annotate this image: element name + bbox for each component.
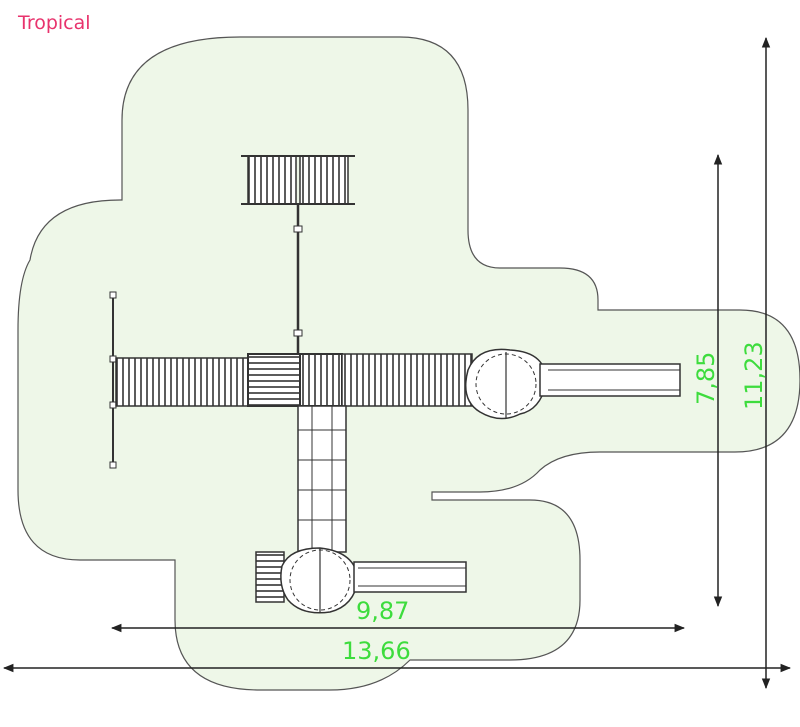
right-tower-slide <box>465 348 681 420</box>
bottom-tower-slide <box>255 547 467 614</box>
vertical-ramp <box>297 405 347 553</box>
outer-width-label: 13,66 <box>342 637 411 665</box>
central-platform <box>247 353 473 407</box>
inner-width-label: 9,87 <box>356 597 409 625</box>
inner-height-label: 7,85 <box>692 352 720 405</box>
product-title: Tropical <box>18 12 91 34</box>
left-ladder <box>109 291 249 469</box>
outer-height-label: 11,23 <box>740 341 768 410</box>
top-bridge <box>241 155 355 355</box>
